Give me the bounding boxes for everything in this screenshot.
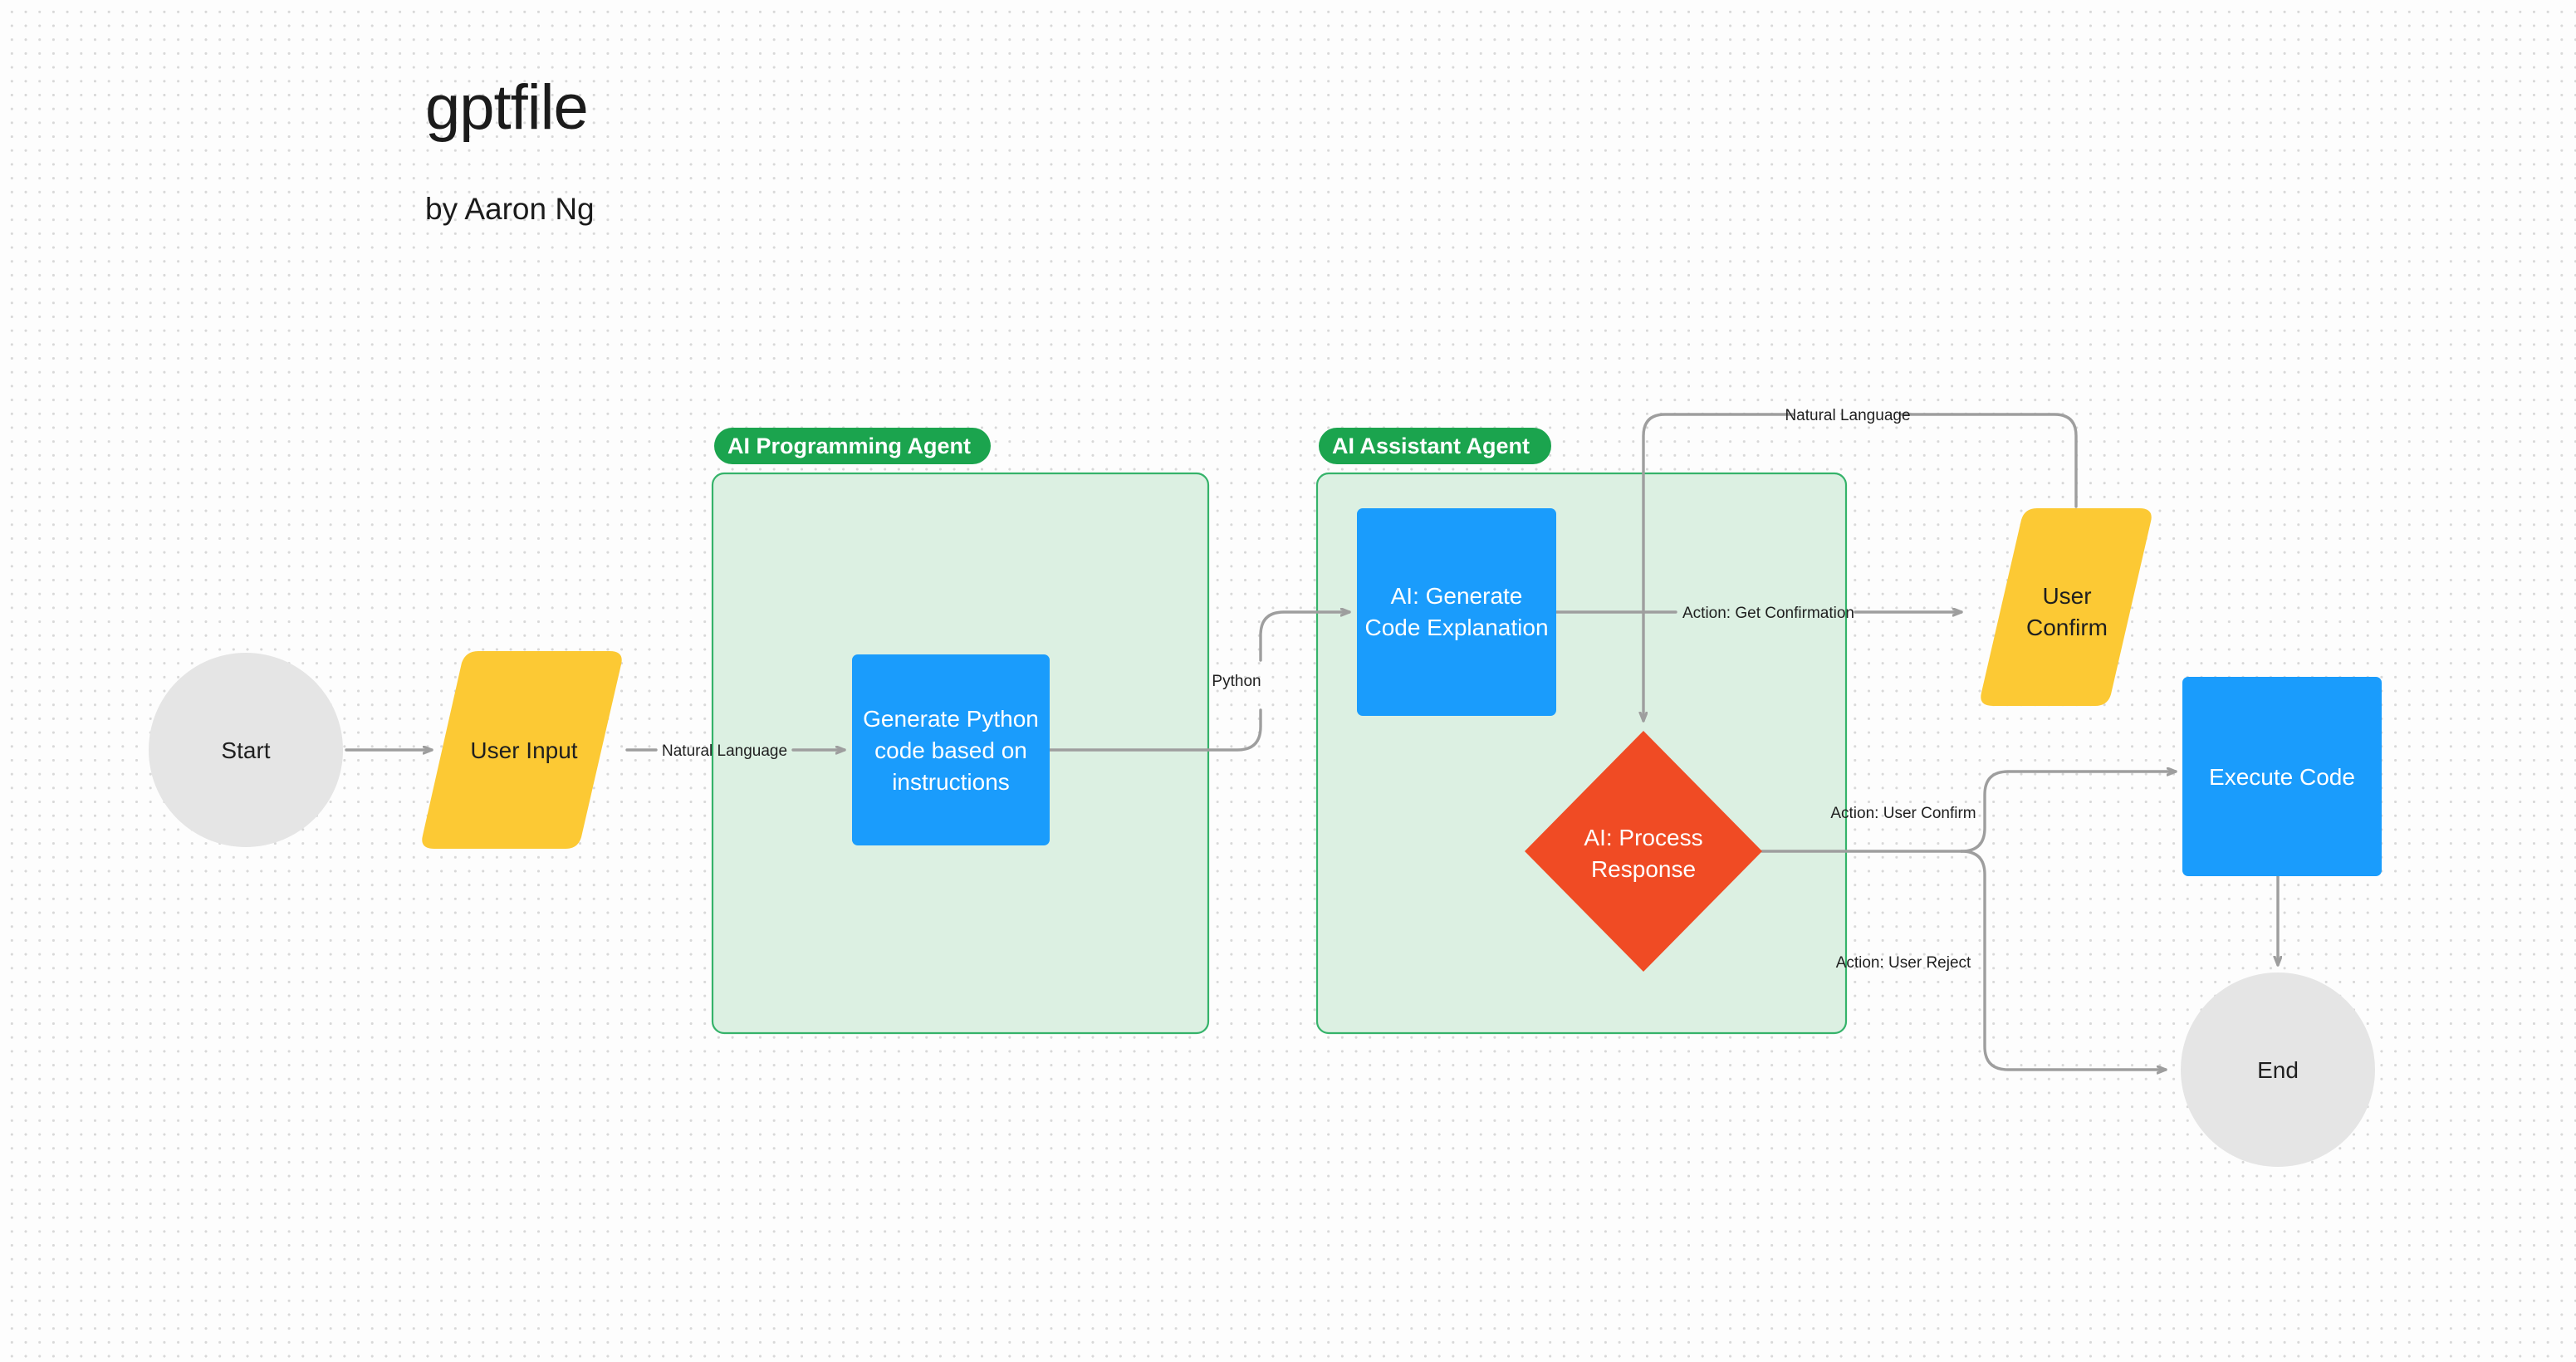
svg-text:AI: Process: AI: Process: [1584, 825, 1702, 850]
edge-generate-to-explanation-b: [1259, 612, 1351, 662]
edge-generate-to-explanation: [1048, 708, 1262, 752]
node-generate-explanation[interactable]: AI: Generate Code Explanation: [1357, 508, 1556, 716]
node-generate-code[interactable]: Generate Python code based on instructio…: [852, 654, 1050, 845]
svg-text:User: User: [2042, 583, 2091, 609]
node-user-confirm[interactable]: User Confirm: [1981, 508, 2152, 706]
node-process-response[interactable]: AI: Process Response: [1525, 731, 1762, 972]
svg-text:code based on: code based on: [874, 737, 1027, 763]
svg-text:Start: Start: [221, 737, 270, 763]
page-subtitle: by Aaron Ng: [425, 192, 595, 226]
edge-process-to-end: [1960, 850, 2167, 1070]
svg-text:Generate Python: Generate Python: [863, 706, 1039, 732]
group-label-ai-programming-agent: AI Programming Agent: [714, 428, 991, 464]
edge-label-action-user-reject: Action: User Reject: [1836, 954, 1971, 972]
svg-text:Response: Response: [1591, 856, 1696, 882]
svg-text:Execute Code: Execute Code: [2209, 764, 2355, 790]
node-user-input[interactable]: User Input: [422, 651, 622, 849]
edge-label-action-user-confirm: Action: User Confirm: [1830, 805, 1976, 822]
edge-confirm-to-process: [1900, 413, 2078, 508]
edge-process-to-execute: [1960, 772, 2177, 853]
svg-text:Code Explanation: Code Explanation: [1364, 615, 1548, 640]
node-execute-code[interactable]: Execute Code: [2182, 677, 2382, 876]
svg-text:AI Assistant Agent: AI Assistant Agent: [1332, 434, 1530, 458]
svg-text:AI: Generate: AI: Generate: [1391, 583, 1523, 609]
edge-label-python: Python: [1212, 673, 1261, 690]
edge-label-natural-language-2: Natural Language: [1785, 407, 1910, 424]
svg-text:User Input: User Input: [470, 737, 577, 763]
edge-label-natural-language-1: Natural Language: [662, 742, 787, 760]
svg-text:Confirm: Confirm: [2026, 615, 2108, 640]
node-end[interactable]: End: [2181, 973, 2375, 1167]
page-title: gptfile: [425, 72, 589, 143]
node-start[interactable]: Start: [149, 653, 343, 847]
edge-label-action-get-confirmation: Action: Get Confirmation: [1682, 605, 1854, 622]
svg-text:End: End: [2257, 1057, 2299, 1083]
group-label-ai-assistant-agent: AI Assistant Agent: [1319, 428, 1551, 464]
svg-text:AI Programming Agent: AI Programming Agent: [727, 434, 971, 458]
svg-text:instructions: instructions: [892, 769, 1010, 795]
edge-confirm-to-process-b: [1643, 413, 1795, 723]
